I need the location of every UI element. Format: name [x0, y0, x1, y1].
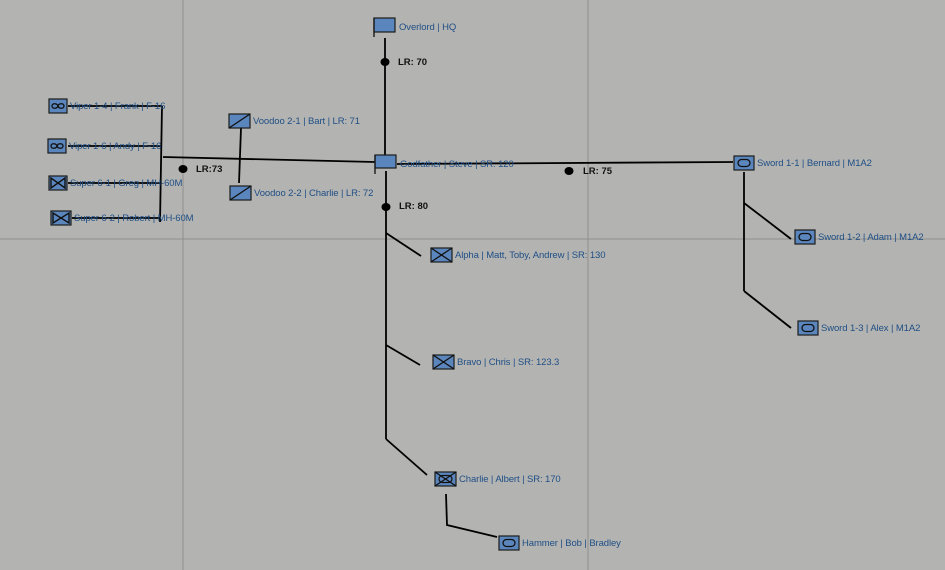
- armor-icon: [733, 155, 755, 171]
- unit-label: Overlord | HQ: [399, 21, 457, 33]
- unit-sword-1-3[interactable]: Sword 1-3 | Alex | M1A2: [797, 319, 920, 337]
- unit-voodoo-2-2[interactable]: Voodoo 2-2 | Charlie | LR: 72: [229, 184, 373, 202]
- unit-viper-1-4[interactable]: Viper 1-4 | Frank | F-16: [48, 97, 165, 115]
- rotary-wing-icon: [48, 175, 68, 191]
- unit-charlie[interactable]: Charlie | Albert | SR: 170: [434, 470, 561, 488]
- unit-label: Godfather | Steve | SR: 120: [400, 158, 514, 170]
- link-sword-1-3: [743, 290, 792, 329]
- link-godfather-sword: [396, 161, 734, 165]
- unit-label: Bravo | Chris | SR: 123.3: [457, 356, 560, 368]
- radio-dot: [564, 167, 574, 175]
- unit-label: Super 6-1 | Greg | MH-60M: [70, 177, 183, 189]
- hq-flag-icon: [374, 154, 397, 174]
- unit-label: Sword 1-3 | Alex | M1A2: [821, 322, 921, 334]
- link-hammer: [445, 493, 498, 538]
- armor-icon: [794, 229, 816, 245]
- mech-infantry-icon: [434, 471, 457, 487]
- radio-label-lr-80: LR: 80: [399, 201, 429, 212]
- radio-dot: [381, 203, 391, 211]
- unit-label: Viper 1-6 | Andy | F-16: [69, 140, 162, 152]
- unit-label: Viper 1-4 | Frank | F-16: [70, 100, 166, 112]
- armor-icon: [797, 320, 819, 336]
- armor-icon: [498, 535, 520, 551]
- unit-sword-1-2[interactable]: Sword 1-2 | Adam | M1A2: [794, 228, 924, 246]
- cavalry-icon: [229, 185, 252, 201]
- radio-dot: [380, 58, 390, 66]
- unit-label: Charlie | Albert | SR: 170: [459, 473, 561, 485]
- unit-hammer[interactable]: Hammer | Bob | Bradley: [498, 534, 621, 552]
- unit-overlord[interactable]: Overlord | HQ: [373, 17, 457, 37]
- hq-flag-icon: [373, 17, 396, 37]
- unit-bravo[interactable]: Bravo | Chris | SR: 123.3: [432, 353, 559, 371]
- unit-viper-1-6[interactable]: Viper 1-6 | Andy | F-16: [47, 137, 161, 155]
- unit-label: Sword 1-1 | Bernard | M1A2: [757, 157, 872, 169]
- radio-label-lr-73: LR:73: [196, 164, 223, 175]
- unit-label: Voodoo 2-1 | Bart | LR: 71: [253, 115, 360, 127]
- unit-alpha[interactable]: Alpha | Matt, Toby, Andrew | SR: 130: [430, 246, 606, 264]
- link-alpha: [385, 232, 422, 257]
- rotary-wing-icon: [50, 210, 72, 226]
- link-air-bus: [159, 105, 163, 223]
- unit-voodoo-2-1[interactable]: Voodoo 2-1 | Bart | LR: 71: [228, 112, 360, 130]
- radio-dot: [178, 165, 188, 173]
- link-sword-1-2: [743, 202, 792, 240]
- link-voodoo-bus: [238, 127, 242, 184]
- unit-godfather[interactable]: Godfather | Steve | SR: 120: [374, 154, 514, 174]
- link-lines: [68, 38, 792, 538]
- unit-super-6-2[interactable]: Super 6-2 | Robert | MH-60M: [50, 209, 194, 227]
- unit-super-6-1[interactable]: Super 6-1 | Greg | MH-60M: [48, 174, 182, 192]
- unit-label: Super 6-2 | Robert | MH-60M: [74, 212, 194, 224]
- link-charlie: [385, 438, 428, 476]
- infantry-icon: [432, 354, 455, 370]
- unit-label: Sword 1-2 | Adam | M1A2: [818, 231, 924, 243]
- radio-label-lr-70: LR: 70: [398, 57, 428, 68]
- unit-label: Alpha | Matt, Toby, Andrew | SR: 130: [455, 249, 606, 261]
- infantry-icon: [430, 247, 453, 263]
- unit-sword-1-1[interactable]: Sword 1-1 | Bernard | M1A2: [733, 154, 872, 172]
- cavalry-icon: [228, 113, 251, 129]
- fixed-wing-icon: [47, 138, 67, 154]
- link-bravo: [385, 344, 421, 366]
- unit-label: Hammer | Bob | Bradley: [522, 537, 621, 549]
- unit-label: Voodoo 2-2 | Charlie | LR: 72: [254, 187, 374, 199]
- fixed-wing-icon: [48, 98, 68, 114]
- link-godfather-air: [162, 156, 376, 163]
- radio-label-lr-75: LR: 75: [583, 166, 613, 177]
- radio-dots: [178, 58, 574, 211]
